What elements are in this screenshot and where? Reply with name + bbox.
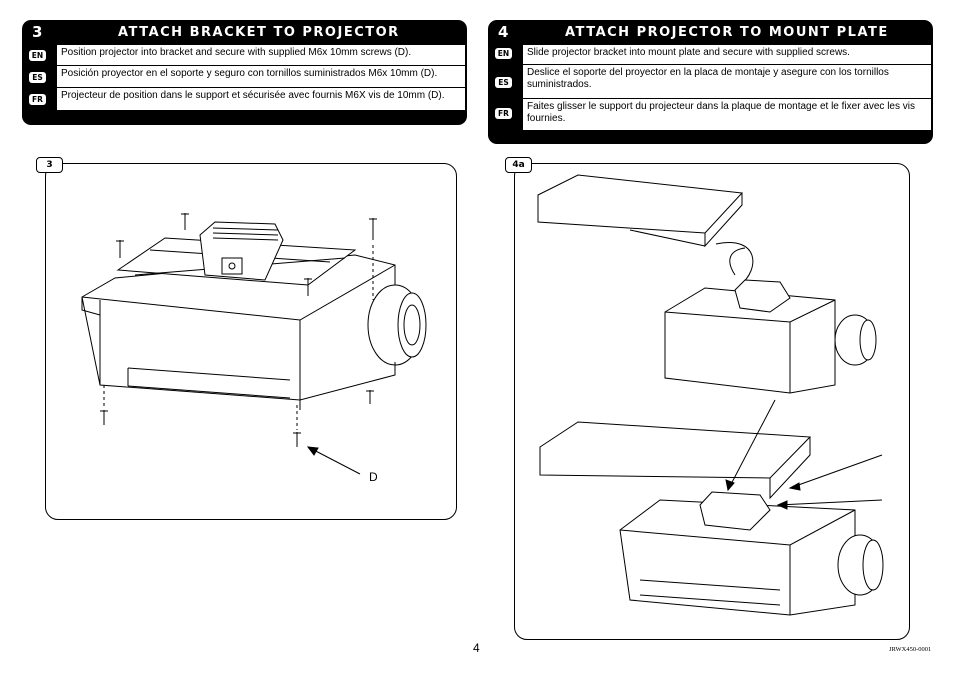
- step-3-instructions: 3 ATTACH BRACKET TO PROJECTOR EN Positio…: [22, 20, 467, 125]
- lang-badge-es: ES: [29, 72, 46, 83]
- step-4-number: 4: [498, 23, 509, 41]
- step-3-text-en: Position projector into bracket and secu…: [57, 45, 465, 65]
- step-3-number: 3: [32, 23, 43, 41]
- step-4-instructions: 4 ATTACH PROJECTOR TO MOUNT PLATE EN Sli…: [488, 20, 933, 144]
- lang-badge-fr: FR: [495, 108, 512, 119]
- step-3-header: 3 ATTACH BRACKET TO PROJECTOR: [22, 20, 467, 45]
- lang-badge-en: EN: [29, 50, 46, 61]
- screw-icons: [100, 213, 377, 447]
- page-number: 4: [473, 641, 480, 655]
- diagram-tab-4a: 4a: [505, 157, 532, 173]
- lang-badge-en: EN: [495, 48, 512, 59]
- diagram-tab-3: 3: [36, 157, 63, 173]
- step-3-text-fr: Projecteur de position dans le support e…: [57, 88, 465, 110]
- callout-label-d: D: [369, 470, 378, 484]
- step-4-title: ATTACH PROJECTOR TO MOUNT PLATE: [565, 25, 889, 40]
- step-4-text-fr: Faites glisser le support du projecteur …: [523, 99, 931, 130]
- diagram-panel-4a: [514, 163, 910, 640]
- diagram-panel-3: [45, 163, 457, 520]
- step-4-header: 4 ATTACH PROJECTOR TO MOUNT PLATE: [488, 20, 933, 45]
- step-4-text-en: Slide projector bracket into mount plate…: [523, 45, 931, 64]
- step-4-text-es: Deslice el soporte del proyector en la p…: [523, 65, 931, 98]
- step-3-title: ATTACH BRACKET TO PROJECTOR: [118, 25, 400, 40]
- lang-badge-fr: FR: [29, 94, 46, 105]
- document-code: JRWX450-0001: [889, 646, 932, 653]
- lang-badge-es: ES: [495, 77, 512, 88]
- step-3-text-es: Posición proyector en el soporte y segur…: [57, 66, 465, 87]
